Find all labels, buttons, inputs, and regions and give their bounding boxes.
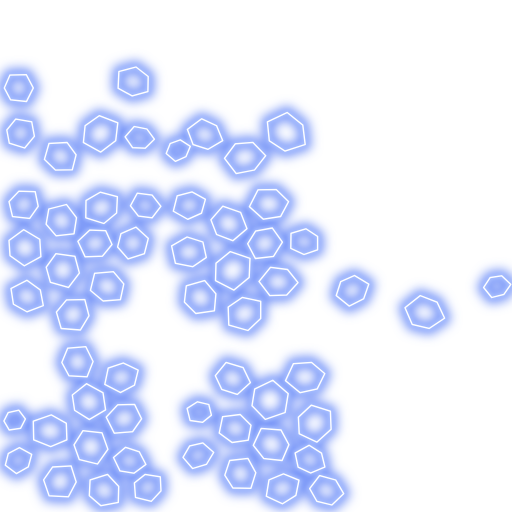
cell-outline [266, 111, 306, 152]
cell-outline [88, 473, 120, 507]
cell-outline [85, 191, 119, 225]
cell-outline [186, 401, 213, 423]
cell-outline [3, 73, 34, 103]
cell-outline [294, 444, 326, 474]
cell-outline [251, 379, 289, 421]
cell-outline [71, 383, 107, 421]
cell-outline [55, 298, 90, 331]
cell-outline [61, 346, 94, 378]
cell-outline [224, 457, 257, 489]
cell-outline [4, 446, 33, 475]
cell-outline [45, 203, 78, 237]
cell-outline [284, 361, 326, 394]
cell-outline [290, 228, 319, 256]
cell-outline [246, 227, 284, 260]
cell-outline [10, 279, 44, 313]
cell-outline [89, 271, 125, 302]
cell-outline [297, 404, 332, 443]
cell-outline [165, 139, 192, 163]
cell-outline [186, 118, 224, 151]
cell-outline [252, 427, 290, 462]
cell-outline [42, 465, 77, 498]
cell-outline [8, 190, 39, 220]
cell-outline [227, 296, 262, 332]
cell-outline [182, 442, 215, 470]
cell-outline [214, 250, 251, 291]
cell-outline [404, 294, 446, 330]
cell-outline [6, 118, 36, 149]
cell-outline [82, 114, 119, 153]
cell-outline [112, 446, 147, 474]
cell-outline [77, 229, 113, 258]
cell-outline [223, 141, 267, 175]
cell-outline [218, 413, 252, 444]
cell-outline [129, 192, 162, 219]
cell-outline [335, 274, 370, 307]
cell-outline [8, 228, 42, 267]
cell-outline [124, 125, 156, 149]
cell-outline [214, 361, 252, 396]
cell-outline [45, 252, 81, 289]
cell-outline [133, 473, 162, 502]
cell-outline [265, 473, 300, 505]
cell-outline [258, 266, 299, 297]
cell-outline [117, 66, 149, 97]
cell-outline [183, 279, 217, 315]
cell-outline [116, 226, 150, 260]
cell-outline [309, 474, 345, 506]
cell-outline [248, 188, 290, 220]
cell-outline [170, 236, 208, 268]
cell-outline [210, 205, 248, 242]
cell-outline [73, 430, 109, 465]
cell-outline [43, 141, 77, 171]
cell-outline [32, 414, 68, 448]
cell-outline [105, 403, 143, 434]
cell-outline [104, 362, 139, 394]
cell-outline [3, 409, 27, 431]
cell-outline [482, 275, 512, 299]
cell-outline [172, 191, 207, 221]
